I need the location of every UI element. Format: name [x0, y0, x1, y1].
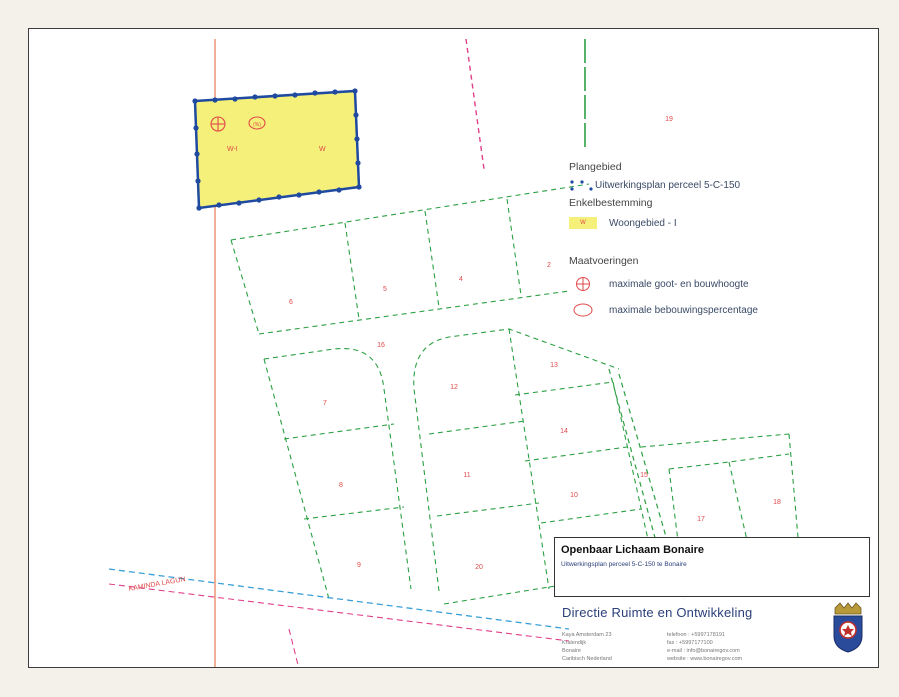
legend-maat-heading: Maatvoeringen — [569, 255, 639, 267]
legend-plangebied-row: Uitwerkingsplan perceel 5-C-150 — [569, 179, 740, 191]
plot-number: 20 — [475, 564, 483, 571]
organization-name: Openbaar Lichaam Bonaire — [561, 544, 705, 556]
legend-bebouwing-row: maximale bebouwingspercentage — [569, 303, 758, 317]
plot-number: 19 — [665, 116, 673, 123]
woongebied-swatch: W — [569, 217, 597, 229]
contact-line: telefoon : +5997178191 — [667, 632, 725, 638]
street-edge-top — [108, 568, 570, 630]
plot-number: 13 — [550, 362, 558, 369]
height-symbol — [210, 116, 226, 132]
green-road-edge-2 — [618, 373, 685, 600]
plot-number: 17 — [697, 516, 705, 523]
street-edge-bottom — [108, 583, 570, 642]
plot-number: 12 — [450, 384, 458, 391]
legend-plangebied-label: Uitwerkingsplan perceel 5-C-150 — [595, 179, 741, 191]
contact-line: website : www.bonairegov.com — [667, 656, 743, 662]
legend-bebouwing-label: maximale bebouwingspercentage — [609, 304, 758, 316]
legend-goot-row: maximale goot- en bouwhoogte — [569, 276, 749, 292]
title-block: Openbaar Lichaam Bonaire Uitwerkingsplan… — [554, 537, 870, 597]
plot-number: 2 — [547, 262, 551, 269]
street-label: KAMINDA LAGUN — [128, 576, 186, 593]
plot-number: 16 — [377, 342, 385, 349]
contact-line: Kaya Amsterdam 23 — [562, 632, 612, 638]
plot-number: 7 — [323, 400, 327, 407]
department-name: Directie Ruimte en Ontwikkeling — [562, 605, 753, 620]
contact-line: Bonaire — [562, 648, 581, 654]
plot-number: 6 — [289, 299, 293, 306]
pink-dashed-line — [465, 38, 485, 170]
contact-address: Kaya Amsterdam 23 Kralendijk Bonaire Car… — [562, 631, 612, 663]
legend-enkel-heading: Enkelbestemming — [569, 197, 653, 209]
plan-area-polygon — [193, 89, 361, 210]
side-road-line — [288, 628, 300, 667]
plot-number: 4 — [459, 276, 463, 283]
site-label-w: W — [319, 146, 326, 153]
plan-subtitle: Uitwerkingsplan perceel 5-C-150 te Bonai… — [561, 561, 687, 568]
plot-number: 9 — [357, 562, 361, 569]
site-label-wi: W-I — [227, 146, 238, 153]
legend-plangebied-heading: Plangebied — [569, 161, 622, 173]
percentage-symbol — [248, 116, 266, 130]
plot-number: 18 — [773, 499, 781, 506]
percentage-oval-icon — [573, 303, 593, 317]
plan-boundary-dots — [192, 88, 362, 211]
plan-boundary-swatch-icon — [570, 180, 593, 191]
map-frame: (%) W-I W — [28, 28, 879, 668]
coat-of-arms-icon — [833, 602, 863, 653]
plot-number: 11 — [463, 472, 470, 479]
legend-woongebied-row: W Woongebied - I — [569, 217, 677, 229]
contact-line: Kralendijk — [562, 640, 587, 646]
contact-line: Caribisch Nederland — [562, 656, 612, 662]
plot-numbers: 6 5 4 2 7 8 9 12 11 20 13 14 10 15 17 18… — [289, 116, 781, 571]
height-cross-icon — [576, 277, 590, 291]
contact-details: telefoon : +5997178191 fax : +5997177100… — [667, 631, 742, 663]
legend-goot-label: maximale goot- en bouwhoogte — [609, 278, 749, 290]
contact-line: e-mail : info@bonairegov.com — [667, 648, 740, 654]
plot-number: 5 — [383, 286, 387, 293]
plot-number: 10 — [570, 492, 578, 499]
plot-number: 8 — [339, 482, 343, 489]
plot-number: 14 — [560, 428, 568, 435]
legend-woongebied-label: Woongebied - I — [609, 217, 677, 229]
contact-line: fax : +5997177100 — [667, 640, 713, 646]
plot-number: 15 — [640, 472, 648, 479]
percentage-symbol-text: (%) — [253, 122, 261, 128]
